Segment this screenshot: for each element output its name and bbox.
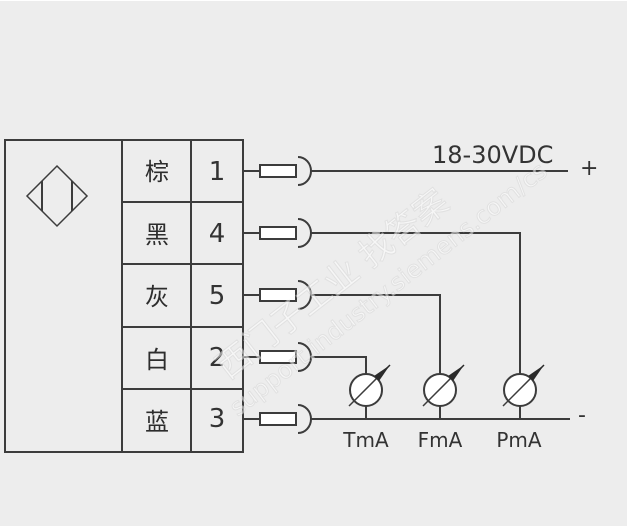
pin-number: 1 bbox=[209, 157, 226, 187]
meter-arrowhead bbox=[528, 365, 544, 381]
plug-icon bbox=[259, 288, 297, 302]
plug-icon bbox=[259, 412, 297, 426]
plug-icon bbox=[259, 350, 297, 364]
meter-label-fma: FmA bbox=[418, 428, 463, 452]
socket-icon bbox=[297, 218, 312, 248]
meter-needle bbox=[502, 374, 535, 407]
sensor-symbol-icon bbox=[25, 164, 89, 228]
connector-pin1 bbox=[243, 156, 312, 186]
meter-arrowhead bbox=[448, 365, 464, 381]
pin-number: 4 bbox=[209, 219, 226, 249]
sensor-body bbox=[4, 139, 244, 453]
pin-number: 5 bbox=[209, 281, 226, 311]
ammeter-fma-icon bbox=[422, 364, 465, 407]
plug-icon bbox=[259, 226, 297, 240]
wire-color-label: 黑 bbox=[145, 221, 169, 249]
meter-needle bbox=[348, 374, 381, 407]
meter-arrowhead bbox=[374, 365, 390, 381]
supply-voltage-label: 18-30VDC bbox=[432, 141, 553, 169]
wire-pin2 bbox=[310, 356, 367, 374]
pin-number: 3 bbox=[209, 404, 226, 434]
wire-color-label: 白 bbox=[145, 346, 169, 374]
plug-icon bbox=[259, 164, 297, 178]
wire-pin4 bbox=[310, 232, 521, 374]
meter-label-tma: TmA bbox=[342, 428, 389, 452]
wire-color-label: 灰 bbox=[145, 283, 169, 311]
ammeter-tma-icon bbox=[348, 364, 391, 407]
wire-color-label: 棕 bbox=[145, 158, 169, 186]
pin-number: 2 bbox=[209, 343, 226, 373]
ammeter-pma-icon bbox=[502, 364, 545, 407]
meter-needle bbox=[422, 374, 455, 407]
supply-positive-label: + bbox=[580, 156, 598, 181]
meter-label-pma: PmA bbox=[496, 428, 542, 452]
supply-negative-label: - bbox=[578, 403, 586, 428]
socket-icon bbox=[297, 404, 312, 434]
socket-icon bbox=[297, 156, 312, 186]
wire-color-label: 蓝 bbox=[145, 408, 169, 436]
wire-pin5 bbox=[310, 294, 441, 374]
connector-pin4 bbox=[243, 218, 312, 248]
